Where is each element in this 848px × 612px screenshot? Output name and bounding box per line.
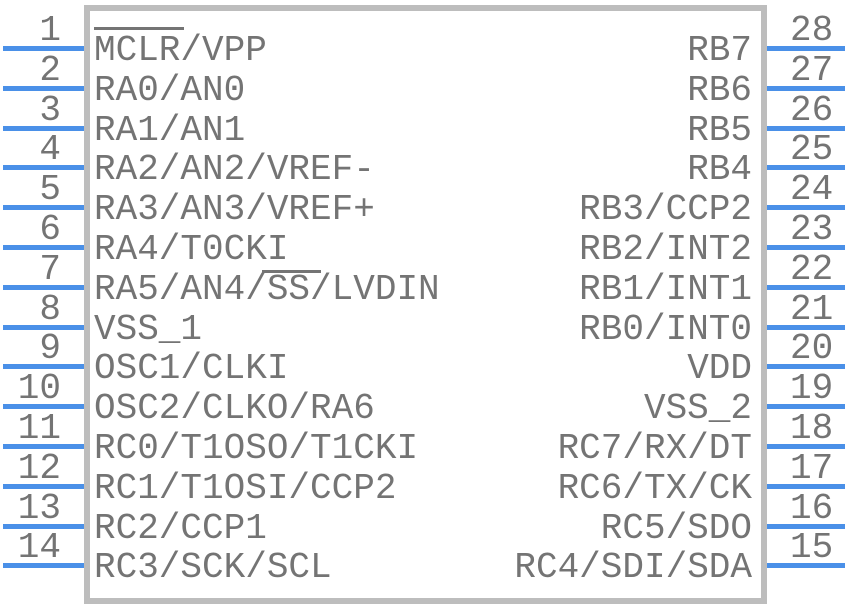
pin-4-line <box>3 165 84 171</box>
pin-28-line <box>767 46 845 51</box>
pin-13-label: RC2/CCP1 <box>94 507 267 549</box>
pin-11-line <box>3 444 84 449</box>
pin-26-number: 26 <box>790 89 834 131</box>
pin-2-label: RA0/AN0 <box>94 69 246 111</box>
pin-5-line <box>3 205 84 211</box>
pin-2-number: 2 <box>39 49 61 91</box>
pin-24-line <box>767 205 845 211</box>
pin-16-label: RC5/SDO <box>600 507 752 549</box>
pin-15-label: RC4/SDI/SDA <box>514 547 752 589</box>
pin-19-line <box>767 404 845 410</box>
pin-23-line <box>767 245 845 250</box>
pin-27-label: RB6 <box>687 69 752 111</box>
pin-15-line <box>767 563 845 569</box>
pin-19-number: 19 <box>790 368 834 410</box>
pin-26-line <box>767 125 845 131</box>
pin-16-line <box>767 523 845 529</box>
pin-22-line <box>767 284 845 290</box>
pin-27-line <box>767 85 845 91</box>
pin-16-number: 16 <box>790 487 834 529</box>
pin-20-label: VDD <box>687 348 752 390</box>
pin-20-line <box>767 364 845 370</box>
pin-3-number: 3 <box>39 89 61 131</box>
pin-11-number: 11 <box>17 408 61 449</box>
pin-24-label: RB3/CCP2 <box>579 189 752 231</box>
pin-11-label: RC0/T1OSO/T1CKI <box>94 428 419 469</box>
pin-19-label: VSS_2 <box>643 388 752 430</box>
pin-12-number: 12 <box>17 447 61 489</box>
pin-1-label: MCLR/VPP <box>94 30 267 71</box>
pin-18-line <box>767 444 845 449</box>
pin-8-label: VSS_1 <box>94 308 203 350</box>
pin-17-line <box>767 483 845 489</box>
pin-25-number: 25 <box>790 129 834 171</box>
pin-20-number: 20 <box>790 328 834 370</box>
pin-15-number: 15 <box>790 527 834 569</box>
pin-23-label: RB2/INT2 <box>579 229 752 270</box>
pin-17-number: 17 <box>790 447 834 489</box>
pin-8-number: 8 <box>39 288 61 330</box>
pin-10-line <box>3 404 84 410</box>
pin-7-number: 7 <box>39 248 61 290</box>
pin-10-label: OSC2/CLKO/RA6 <box>94 388 375 430</box>
pin-23-number: 23 <box>790 209 834 250</box>
pin-27-number: 27 <box>790 49 834 91</box>
pin-12-label: RC1/T1OSI/CCP2 <box>94 467 397 509</box>
mclr-active-low-overline-icon <box>94 27 184 30</box>
pin-12-line <box>3 483 84 489</box>
pin-14-label: RC3/SCK/SCL <box>94 547 332 589</box>
chip-body <box>84 5 767 604</box>
pin-5-label: RA3/AN3/VREF+ <box>94 189 375 231</box>
pin-24-number: 24 <box>790 169 834 211</box>
pin-4-label: RA2/AN2/VREF- <box>94 149 375 191</box>
pin-21-label: RB0/INT0 <box>579 308 752 350</box>
pin-5-number: 5 <box>39 169 61 211</box>
pin-14-number: 14 <box>17 527 61 569</box>
pin-28-number: 28 <box>790 10 834 51</box>
pin-1-line <box>3 46 84 51</box>
pin-6-line <box>3 245 84 250</box>
pin-17-label: RC6/TX/CK <box>557 467 752 509</box>
pin-8-line <box>3 324 84 330</box>
pin-3-line <box>3 125 84 131</box>
pin-14-line <box>3 563 84 569</box>
pin-13-line <box>3 523 84 529</box>
pin-10-number: 10 <box>17 368 61 410</box>
pin-3-label: RA1/AN1 <box>94 109 246 151</box>
pin-28-label: RB7 <box>687 30 752 71</box>
pin-6-number: 6 <box>39 209 61 250</box>
pin-7-label: RA5/AN4/SS/LVDIN <box>94 268 440 310</box>
pin-9-label: OSC1/CLKI <box>94 348 289 390</box>
pin-21-number: 21 <box>790 288 834 330</box>
pin-25-label: RB4 <box>687 149 752 191</box>
pin-21-line <box>767 324 845 330</box>
pin-9-line <box>3 364 84 370</box>
pin-26-label: RB5 <box>687 109 752 151</box>
pin-1-number: 1 <box>39 10 61 51</box>
pin-22-number: 22 <box>790 248 834 290</box>
pin-7-line <box>3 284 84 290</box>
pin-18-label: RC7/RX/DT <box>557 428 752 469</box>
pin-9-number: 9 <box>39 328 61 370</box>
pin-18-number: 18 <box>790 408 834 449</box>
pin-13-number: 13 <box>17 487 61 529</box>
pin-25-line <box>767 165 845 171</box>
pin-22-label: RB1/INT1 <box>579 268 752 310</box>
pin-6-label: RA4/T0CKI <box>94 229 289 270</box>
pin-4-number: 4 <box>39 129 61 171</box>
pin-2-line <box>3 85 84 91</box>
ss-active-low-overline-icon <box>262 270 321 273</box>
